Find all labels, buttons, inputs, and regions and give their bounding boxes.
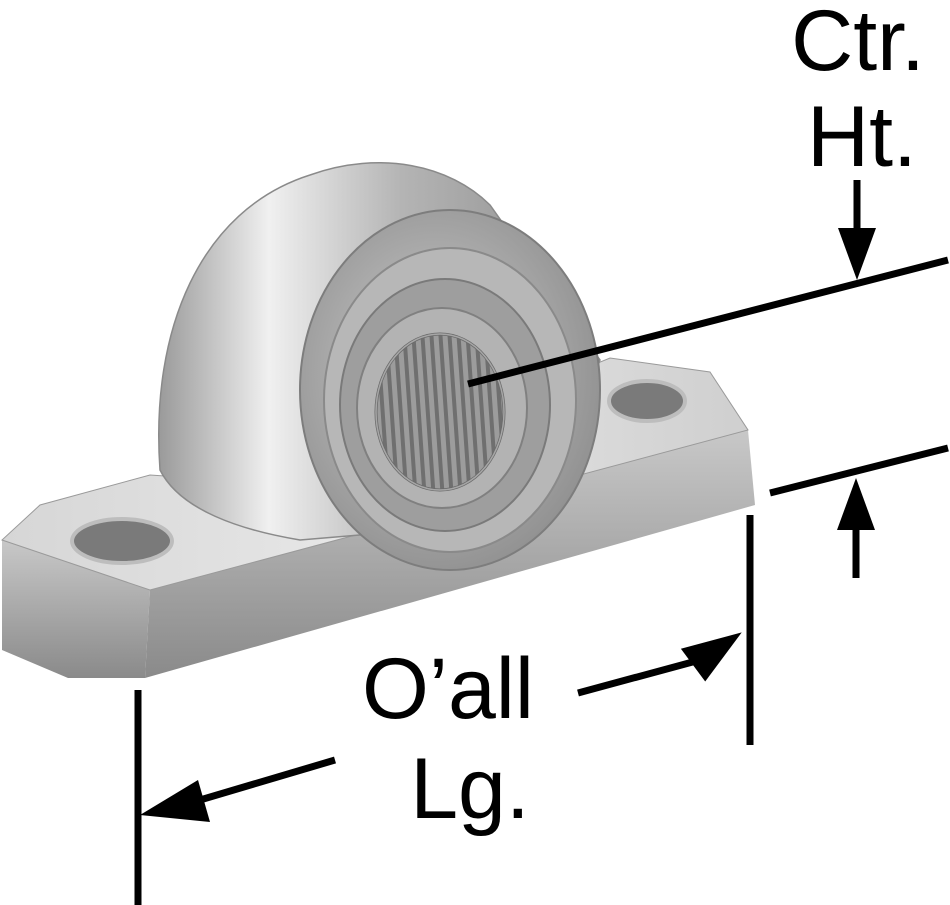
mounting-hole-left [70, 517, 174, 565]
overall-length-arrows [140, 632, 742, 822]
dimension-lines [134, 256, 949, 905]
arrow-up-icon [837, 478, 875, 530]
overall-length-label-line1: O’all [362, 641, 534, 737]
mounting-hole-right [607, 379, 687, 423]
arrow-left-icon [140, 780, 210, 822]
center-height-label-line1: Ctr. [791, 0, 925, 89]
center-height-extension-upper [467, 256, 949, 388]
center-height-label-line2: Ht. [807, 89, 917, 185]
center-height-arrows [837, 180, 876, 578]
base-front-face [2, 540, 150, 678]
bore-highlight [375, 333, 505, 491]
pillow-block-bearing-icon [1, 162, 755, 678]
arrow-right-icon [680, 632, 742, 682]
center-height-extension-lower [769, 444, 949, 497]
arrow-down-icon [838, 228, 876, 280]
overall-length-label-line2: Lg. [410, 741, 530, 837]
